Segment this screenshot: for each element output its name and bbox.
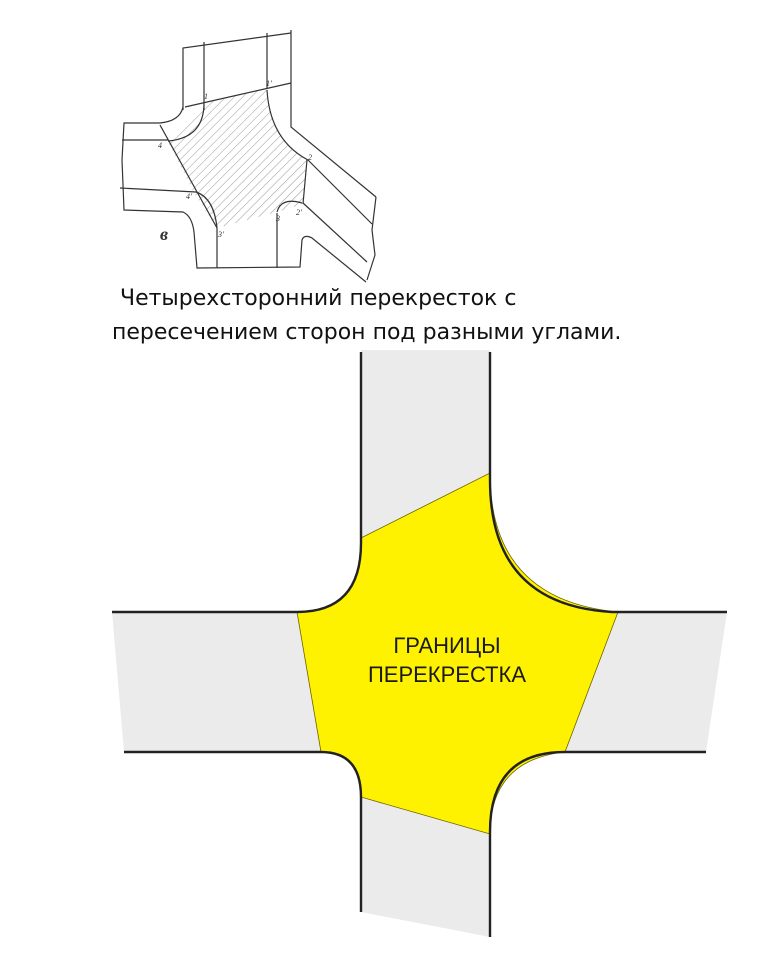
road-south bbox=[361, 797, 490, 937]
sketch-point-1: 1 bbox=[204, 92, 208, 101]
sketch-point-2: 2 bbox=[308, 153, 312, 162]
sketch-point-3: 3 bbox=[275, 214, 280, 223]
sketch-point-2p: 2' bbox=[296, 208, 302, 217]
sketch-figure-letter: в bbox=[160, 224, 168, 244]
intersection-label-line1: ГРАНИЦЫ bbox=[393, 633, 500, 658]
road-west bbox=[112, 612, 321, 752]
sketch-outline bbox=[121, 30, 377, 283]
road-east bbox=[565, 612, 727, 752]
sketch-point-4: 4 bbox=[158, 141, 162, 150]
sketch-inner-lines bbox=[119, 33, 373, 268]
sketch-hatched-area bbox=[168, 89, 307, 228]
road-north bbox=[361, 350, 490, 538]
caption-line-2: пересечением сторон под разными углами. bbox=[112, 320, 622, 345]
intersection-diagram: ГРАНИЦЫ ПЕРЕКРЕСТКА bbox=[112, 350, 727, 937]
intersection-label-line2: ПЕРЕКРЕСТКА bbox=[368, 662, 526, 687]
sketch-drawing: 1 1' 2 2' 3 3' 4 4' в bbox=[119, 30, 377, 283]
sketch-point-3p: 3' bbox=[217, 230, 224, 239]
caption-line-1: Четырехсторонний перекресток с bbox=[120, 286, 517, 311]
curb-lines bbox=[112, 352, 727, 937]
sketch-point-4p: 4' bbox=[186, 192, 192, 201]
sketch-point-1p: 1' bbox=[266, 79, 272, 88]
